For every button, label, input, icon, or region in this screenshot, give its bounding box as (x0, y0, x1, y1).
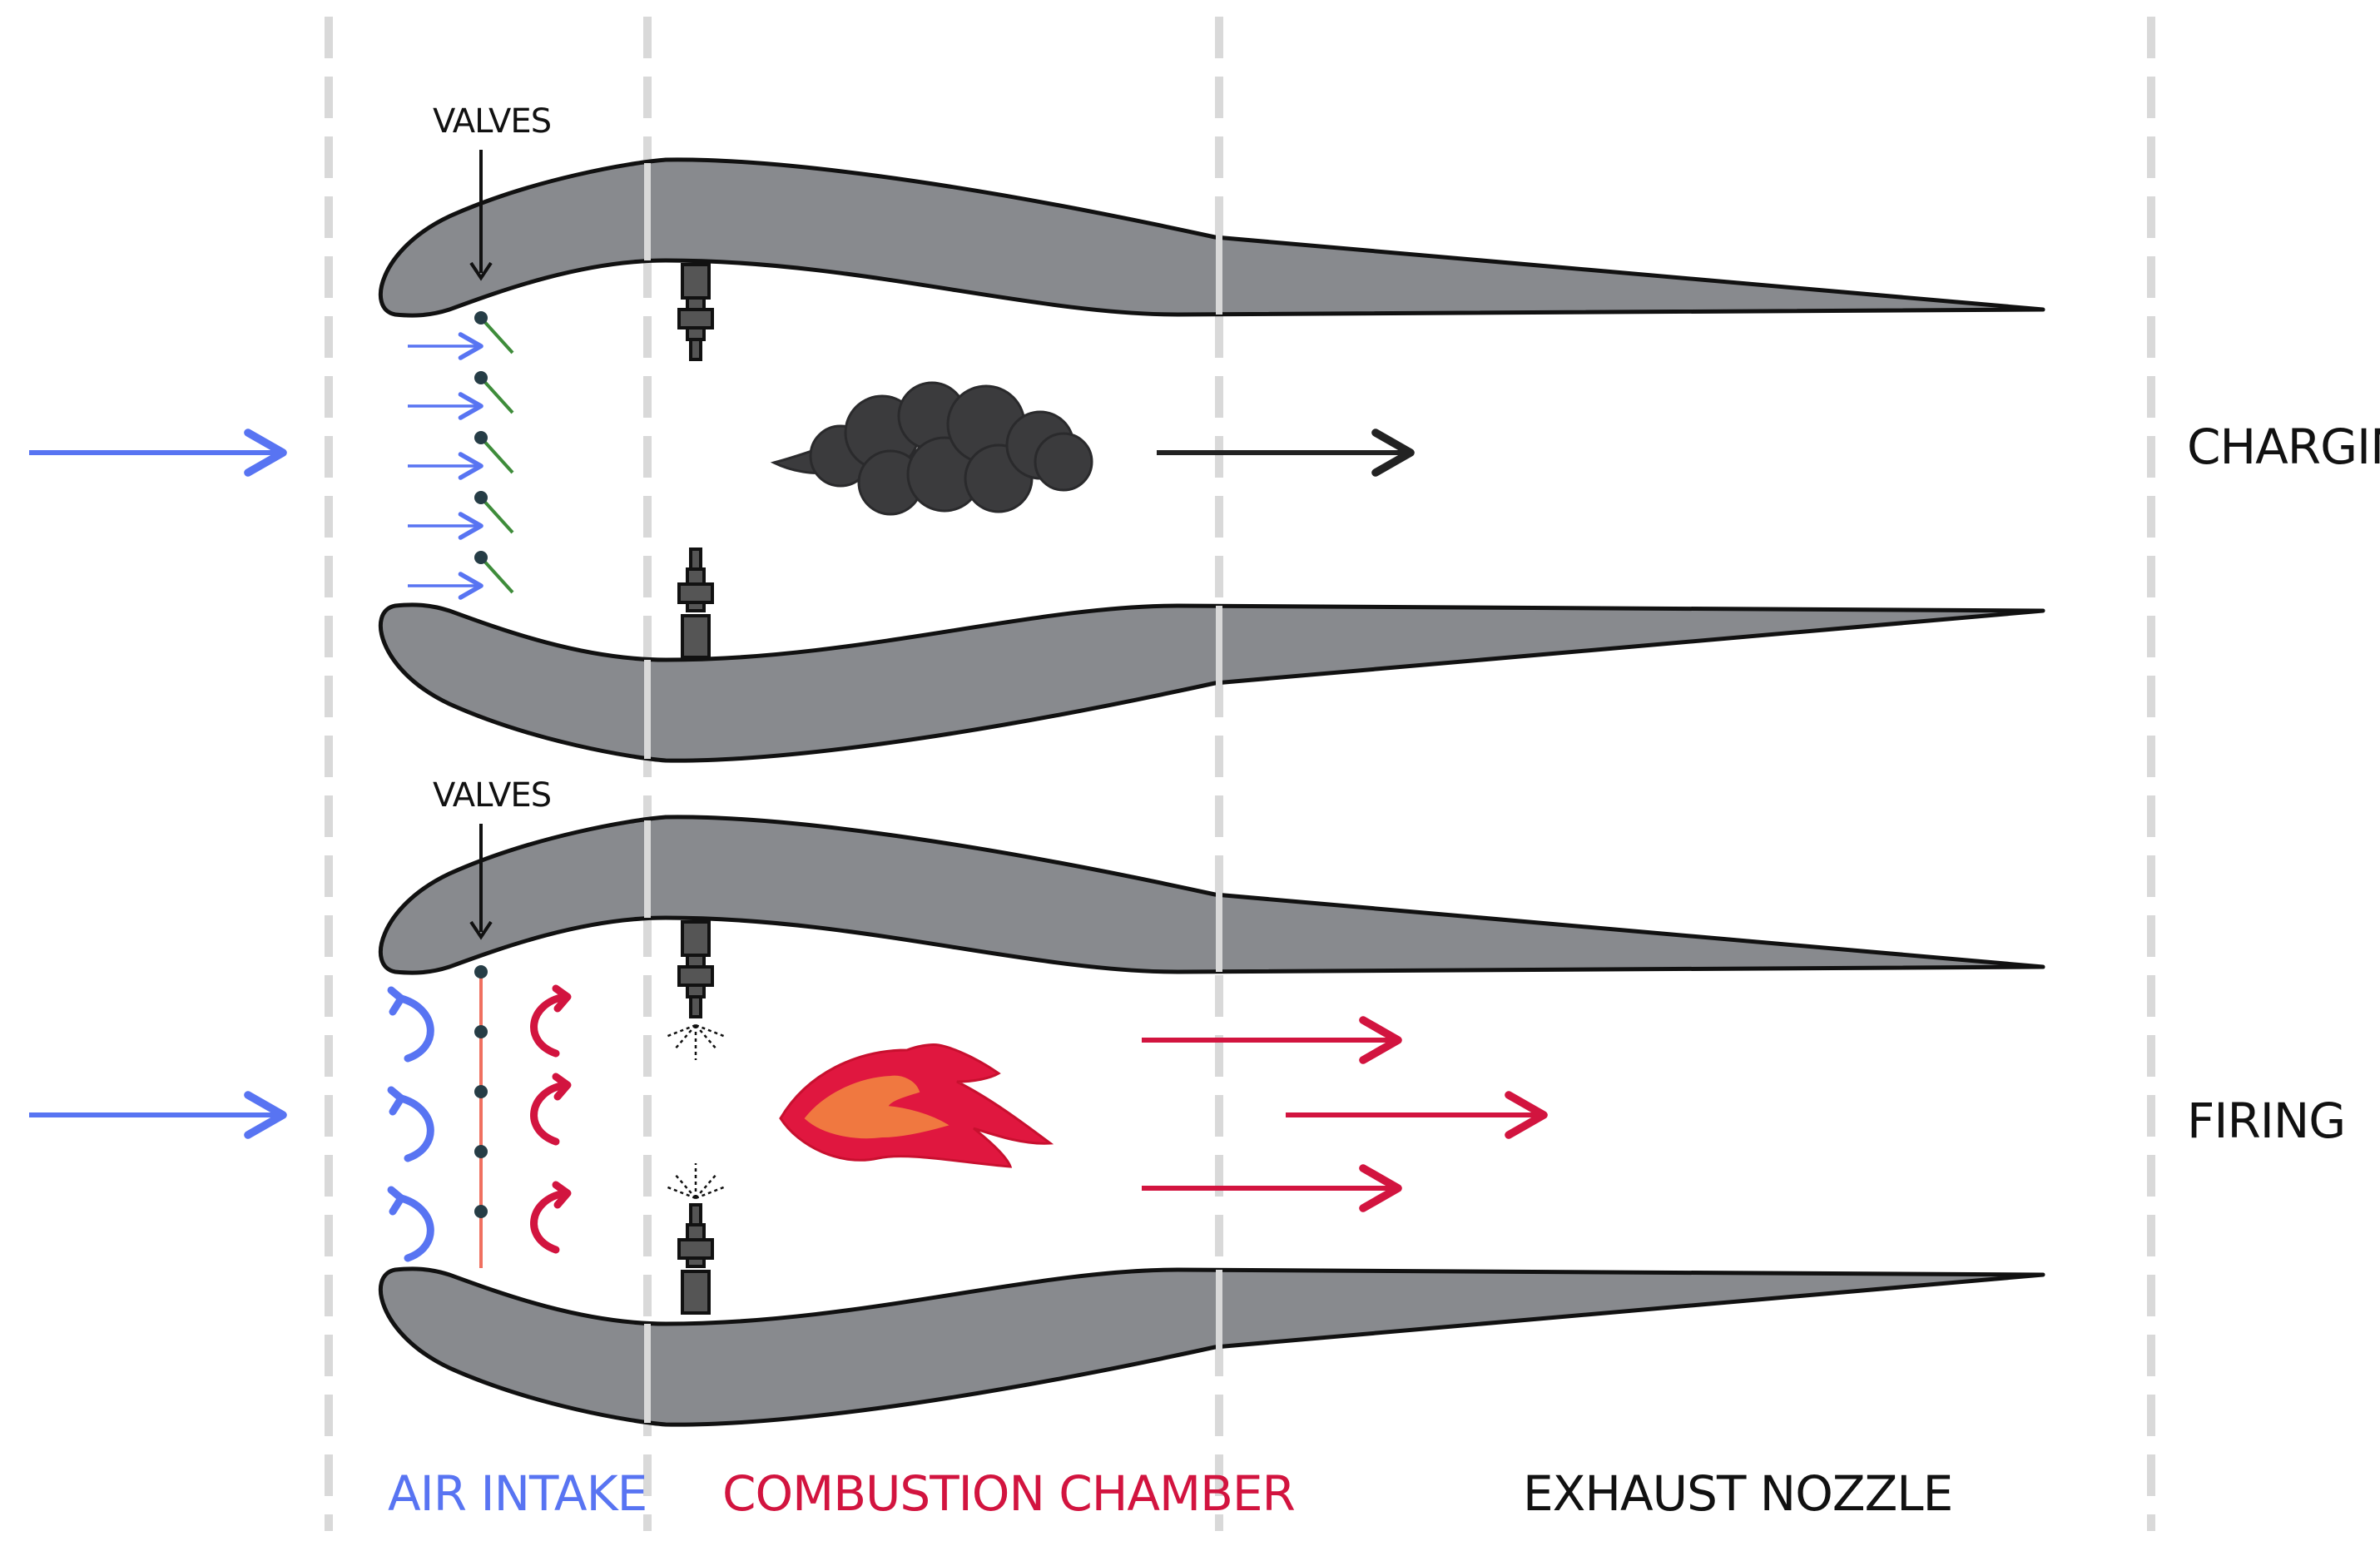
section-label-exhaust-nozzle: EXHAUST NOZZLE (1523, 1465, 1953, 1522)
valve-hinge (474, 371, 488, 384)
valve-hinge (474, 1025, 488, 1038)
valve-open-set (474, 311, 514, 594)
valve-flap (479, 376, 514, 414)
curved-arrow-blue-icon (397, 1194, 434, 1262)
curved-arrow-red-icon (530, 1189, 568, 1254)
spark-icon (665, 1023, 726, 1060)
section-label-air-intake: AIR INTAKE (388, 1465, 647, 1522)
intake-air-arrows (408, 332, 483, 600)
lower-wall (378, 602, 2045, 763)
valve-flap (479, 556, 514, 594)
flame-icon (779, 1043, 1054, 1168)
valve-hinge (474, 491, 488, 504)
pressure-arrows (530, 984, 572, 1254)
valve-hinge (474, 1145, 488, 1158)
upper-wall (378, 815, 2045, 975)
engine-firing (29, 815, 2045, 1427)
curved-arrow-blue-icon (397, 1094, 434, 1162)
valve-flap (479, 436, 514, 474)
valve-hinge (474, 1085, 488, 1098)
phase-label-firing: FIRING (2187, 1093, 2346, 1149)
spark-plug-icon (677, 920, 714, 1018)
section-label-combustion-chamber: COMBUSTION CHAMBER (722, 1465, 1296, 1522)
air-deflect-arrows (387, 986, 434, 1262)
upper-wall (378, 157, 2045, 318)
curved-arrow-red-icon (530, 1081, 568, 1146)
valve-hinge (474, 551, 488, 564)
valve-hinge (474, 311, 488, 325)
exhaust-thrust-arrows (1142, 1016, 1548, 1212)
valves-label-firing: VALVES (433, 776, 552, 815)
phase-label-charging: CHARGING (2187, 419, 2380, 475)
curved-arrow-red-icon (530, 993, 568, 1058)
valve-hinge (474, 431, 488, 444)
valve-flap (479, 316, 514, 354)
spark-plug-icon (677, 548, 714, 659)
valves-label-charging: VALVES (433, 102, 552, 141)
spark-plug-icon (677, 1203, 714, 1315)
valve-flap (479, 496, 514, 534)
valve-hinge (474, 1205, 488, 1218)
smoke-cloud-icon (770, 381, 1093, 516)
spark-plug-icon (677, 263, 714, 361)
engine-charging (29, 150, 2045, 763)
lower-wall (378, 1266, 2045, 1427)
valve-hinge (474, 965, 488, 979)
curved-arrow-blue-icon (397, 994, 434, 1063)
spark-icon (665, 1163, 726, 1200)
